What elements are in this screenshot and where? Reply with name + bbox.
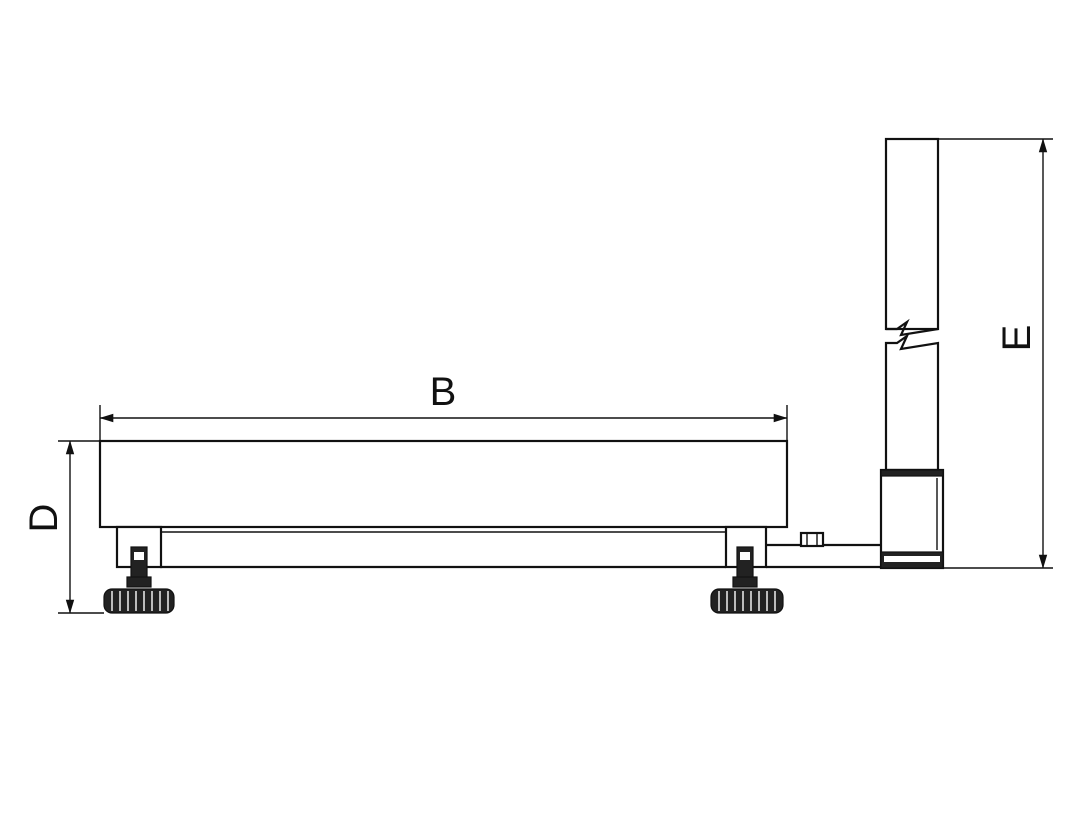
base-frame: [160, 531, 726, 569]
dimension-b: B: [99, 370, 788, 441]
dimension-d: D: [22, 440, 104, 614]
connector-arm: [766, 531, 881, 569]
dimension-label-e: E: [995, 325, 1039, 352]
left-foot: [103, 525, 175, 614]
dimension-label-b: B: [430, 370, 457, 414]
indicator-column: [879, 137, 945, 570]
dimension-label-d: D: [22, 504, 66, 533]
right-foot: [710, 525, 784, 614]
dimension-e: E: [938, 138, 1053, 569]
weighing-platform: [98, 439, 789, 529]
